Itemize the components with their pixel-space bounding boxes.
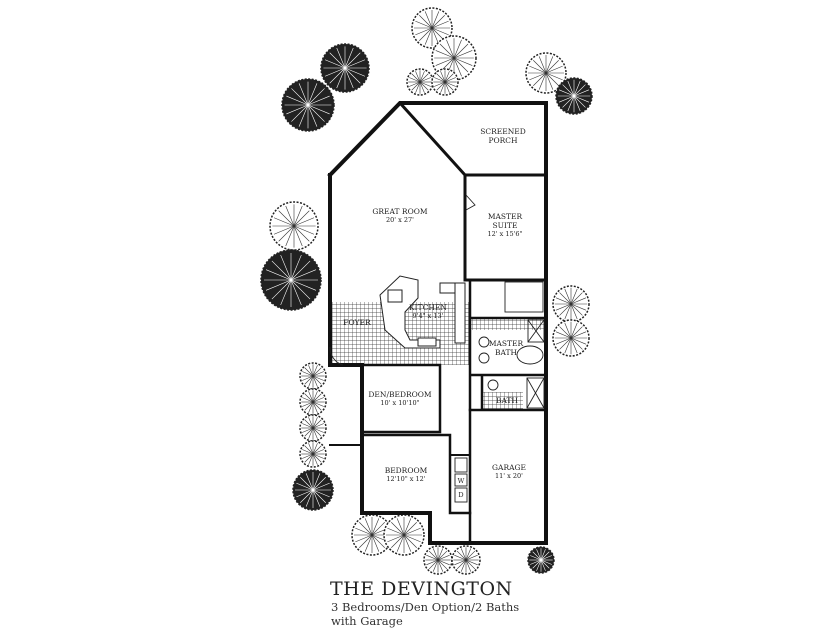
master-suite-label: MASTER <box>488 212 523 221</box>
tree-icon <box>552 285 590 323</box>
kitchen-dim: 9'4" x 13' <box>413 312 444 320</box>
fixtures <box>329 194 545 503</box>
landscaping-trees <box>260 7 593 575</box>
walls <box>327 100 548 545</box>
bath-label: BATH <box>496 396 519 405</box>
foyer-label: FOYER <box>343 318 371 327</box>
great-room-dim: 20' x 27' <box>386 216 414 224</box>
tree-icon <box>281 78 335 132</box>
plan-title: THE DEVINGTON <box>330 578 513 600</box>
tree-icon <box>299 362 327 390</box>
washer-label: W <box>458 477 465 485</box>
master-bath-label-2: BATH <box>495 348 518 357</box>
porch-label: SCREENED <box>480 127 526 136</box>
tree-icon <box>269 201 319 251</box>
bedroom-dim: 12'10" x 12' <box>386 475 425 483</box>
tree-icon <box>451 545 481 575</box>
tree-icon <box>292 469 334 511</box>
tree-icon <box>299 414 327 442</box>
garage-dim: 11' x 20' <box>495 472 523 480</box>
den-dim: 10' x 10'10" <box>380 399 419 407</box>
dryer-label: D <box>458 491 463 499</box>
tree-icon <box>555 77 593 115</box>
kitchen-label: KITCHEN <box>409 303 447 312</box>
room-labels: SCREENED PORCH GREAT ROOM 20' x 27' MAST… <box>343 127 526 499</box>
den-label: DEN/BEDROOM <box>368 390 432 399</box>
tree-icon <box>320 43 370 93</box>
master-suite-dim: 12' x 15'6" <box>487 230 522 238</box>
master-suite-label-2: SUITE <box>493 221 518 230</box>
tree-icon <box>299 388 327 416</box>
tree-icon <box>431 68 459 96</box>
master-bath-label: MASTER <box>489 339 524 348</box>
tree-icon <box>406 68 434 96</box>
tree-icon <box>299 440 327 468</box>
bedroom-label: BEDROOM <box>385 466 428 475</box>
tree-icon <box>423 545 453 575</box>
great-room-label: GREAT ROOM <box>372 207 427 216</box>
garage-label: GARAGE <box>492 463 526 472</box>
porch-label-2: PORCH <box>488 136 518 145</box>
plan-subtitle: 3 Bedrooms/Den Option/2 Baths <box>331 600 520 614</box>
tree-icon <box>383 514 425 556</box>
tree-icon <box>260 249 322 311</box>
tree-icon <box>431 35 477 81</box>
tree-icon <box>527 546 555 574</box>
tree-icon <box>411 7 453 49</box>
tree-icon <box>525 52 567 94</box>
tree-icon <box>552 319 590 357</box>
plan-subtitle-2: with Garage <box>331 614 403 628</box>
kitchen-counters <box>379 275 466 349</box>
